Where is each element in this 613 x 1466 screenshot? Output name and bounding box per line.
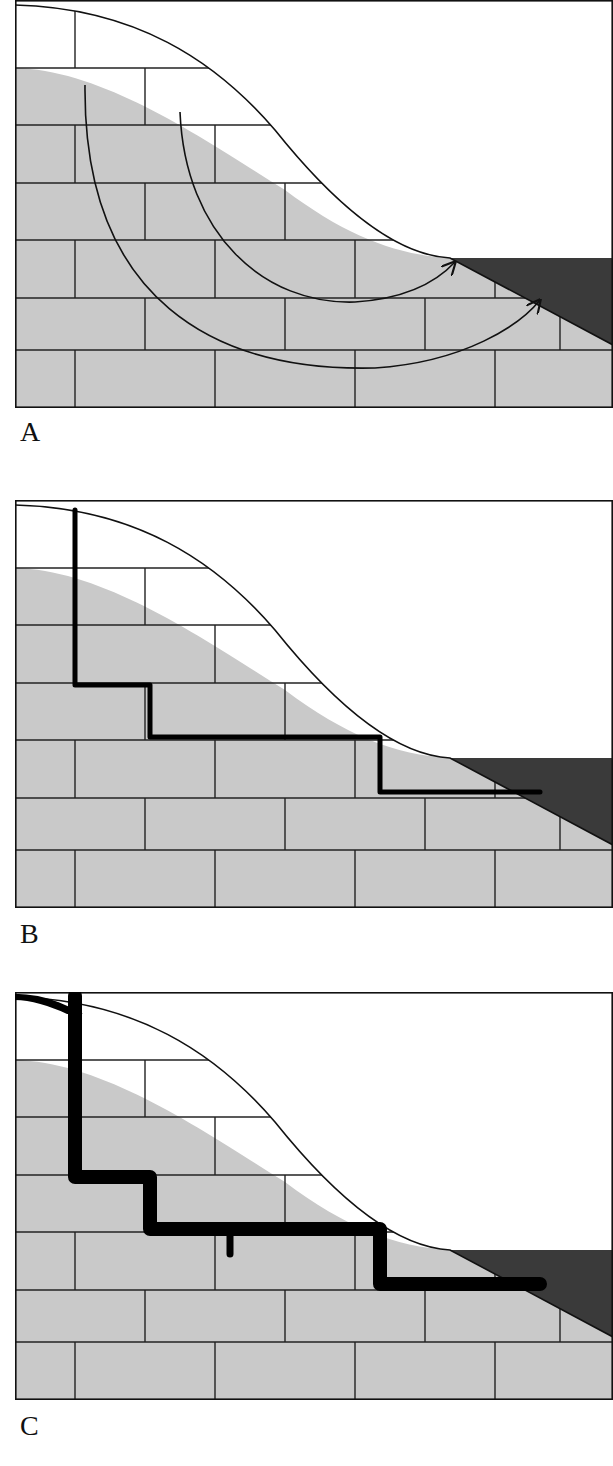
bedding-joints — [15, 505, 613, 908]
panel-label: B — [20, 920, 39, 948]
flow-arrow — [85, 85, 540, 368]
bedding-joints — [15, 5, 613, 408]
unsaturated-limestone — [15, 5, 613, 408]
panel-frame — [16, 501, 612, 907]
flow-arrow — [180, 112, 455, 302]
bedding-joints — [15, 997, 613, 1400]
land-surface — [15, 505, 613, 845]
unsaturated-limestone — [15, 505, 613, 908]
karst-cross-section — [15, 0, 613, 408]
land-surface — [15, 5, 613, 345]
saturated-zone — [15, 68, 613, 408]
karst-cross-section — [15, 992, 613, 1400]
conduit-branch — [227, 1229, 234, 1254]
panel-frame — [16, 1, 612, 407]
unsaturated-limestone — [15, 997, 613, 1400]
karst-cross-section — [15, 500, 613, 908]
panel-label: C — [20, 1412, 39, 1440]
land-surface — [15, 997, 613, 1337]
conduit — [75, 996, 540, 1284]
panel-label: A — [20, 418, 40, 446]
conduit — [75, 510, 540, 792]
panel-frame — [16, 993, 612, 1399]
sinkhole — [15, 994, 83, 1014]
